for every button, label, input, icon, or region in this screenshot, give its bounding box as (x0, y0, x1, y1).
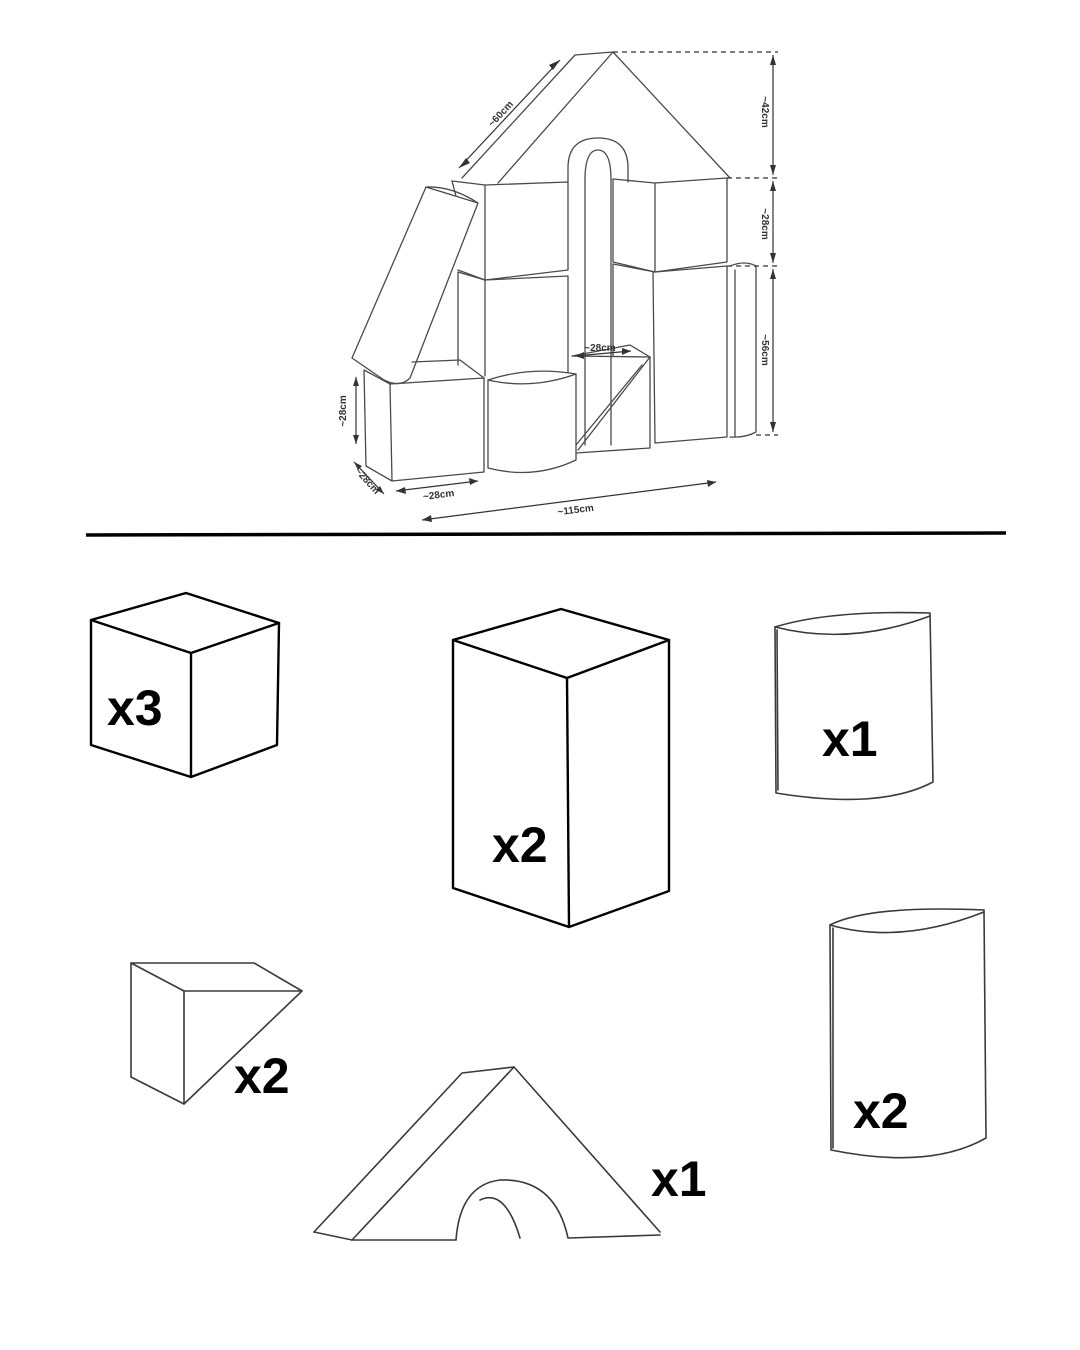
piece-cube: x3 (89, 591, 281, 779)
quantity-tall-block: x2 (492, 817, 548, 873)
label-lower-height: ~56cm (759, 334, 770, 366)
piece-triangular-wedge: x2 (130, 962, 303, 1105)
dimension-roof-diagonal: ~60cm (458, 59, 561, 169)
label-total-width: ~115cm (557, 503, 595, 518)
quantity-half-cylinder-short: x1 (822, 711, 878, 767)
section-divider (85, 531, 1007, 537)
dimension-right-heights: ~42cm ~28cm ~56cm (613, 51, 778, 436)
piece-half-cylinder-tall: x2 (829, 908, 987, 1159)
assembled-right-half-cylinder (729, 262, 757, 438)
assembled-bottom-half-cylinder (487, 370, 577, 474)
assembled-upper-right-cube (612, 177, 728, 273)
quantity-cube: x3 (107, 680, 163, 736)
quantity-half-cylinder-tall: x2 (853, 1083, 909, 1139)
quantity-arch-roof: x1 (651, 1151, 707, 1207)
assembled-tilted-block (351, 186, 479, 385)
dimension-total-width: ~115cm (421, 480, 717, 522)
piece-half-cylinder-short: x1 (774, 611, 934, 801)
label-cube-width: ~28cm (422, 488, 455, 503)
label-middle-height: ~28cm (759, 208, 770, 240)
piece-tall-block: x2 (451, 607, 671, 929)
assembled-roof-arch (461, 51, 731, 446)
dimension-cube-width: ~28cm (395, 478, 479, 503)
label-roof-height: ~42cm (759, 96, 770, 128)
assembled-upper-left-cube (451, 180, 569, 281)
label-cube-height: ~28cm (338, 395, 349, 427)
dimension-wedge-top: ~28cm (574, 343, 632, 359)
assembled-right-tall-block (612, 263, 728, 444)
assembly-drawing: ~60cm ~42cm ~28cm ~56cm ~28cm (338, 51, 778, 522)
label-wedge-top: ~28cm (584, 343, 616, 354)
dimension-cube-height: ~28cm (338, 377, 359, 444)
pieces-list: x3 x2 x1 x2 x1 (89, 591, 987, 1241)
assembled-middle-left-cube (457, 271, 569, 377)
label-cube-depth: ~28cm (352, 466, 381, 497)
quantity-triangular-wedge: x2 (234, 1048, 290, 1104)
assembled-wedge (571, 344, 651, 454)
assembled-bottom-left-cube (363, 359, 485, 482)
piece-arch-roof: x1 (313, 1066, 707, 1241)
